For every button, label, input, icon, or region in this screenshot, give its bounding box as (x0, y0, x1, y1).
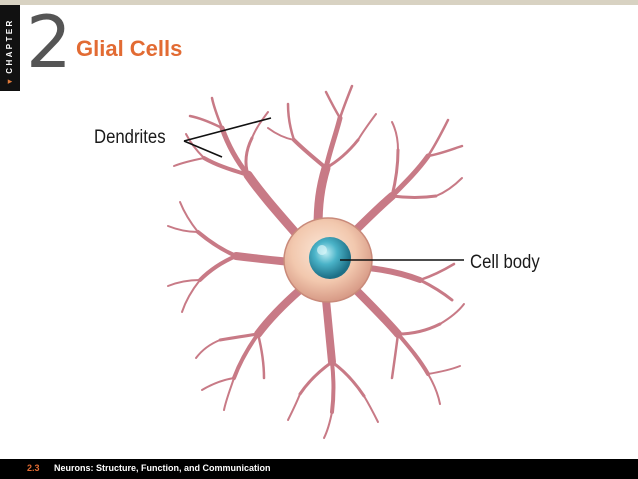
nucleus (309, 237, 351, 279)
chapter-number: 2 (26, 0, 72, 84)
callout-lines (183, 117, 464, 261)
top-rule (0, 0, 638, 5)
slide-title: Glial Cells (76, 36, 183, 61)
dendrites-label: Dendrites (94, 127, 166, 148)
chevron-right-icon: ▸ (7, 76, 13, 86)
cell-body-label: Cell body (470, 252, 540, 273)
dendrites-callout-line-upper (183, 117, 272, 142)
section-title: Neurons: Structure, Function, and Commun… (54, 463, 271, 473)
dendrites-callout-line-lower (183, 140, 223, 158)
chapter-tab: CHAPTER ▸ (0, 5, 20, 91)
footer-bar: 2.3 Neurons: Structure, Function, and Co… (0, 459, 638, 479)
section-number: 2.3 (27, 463, 40, 473)
